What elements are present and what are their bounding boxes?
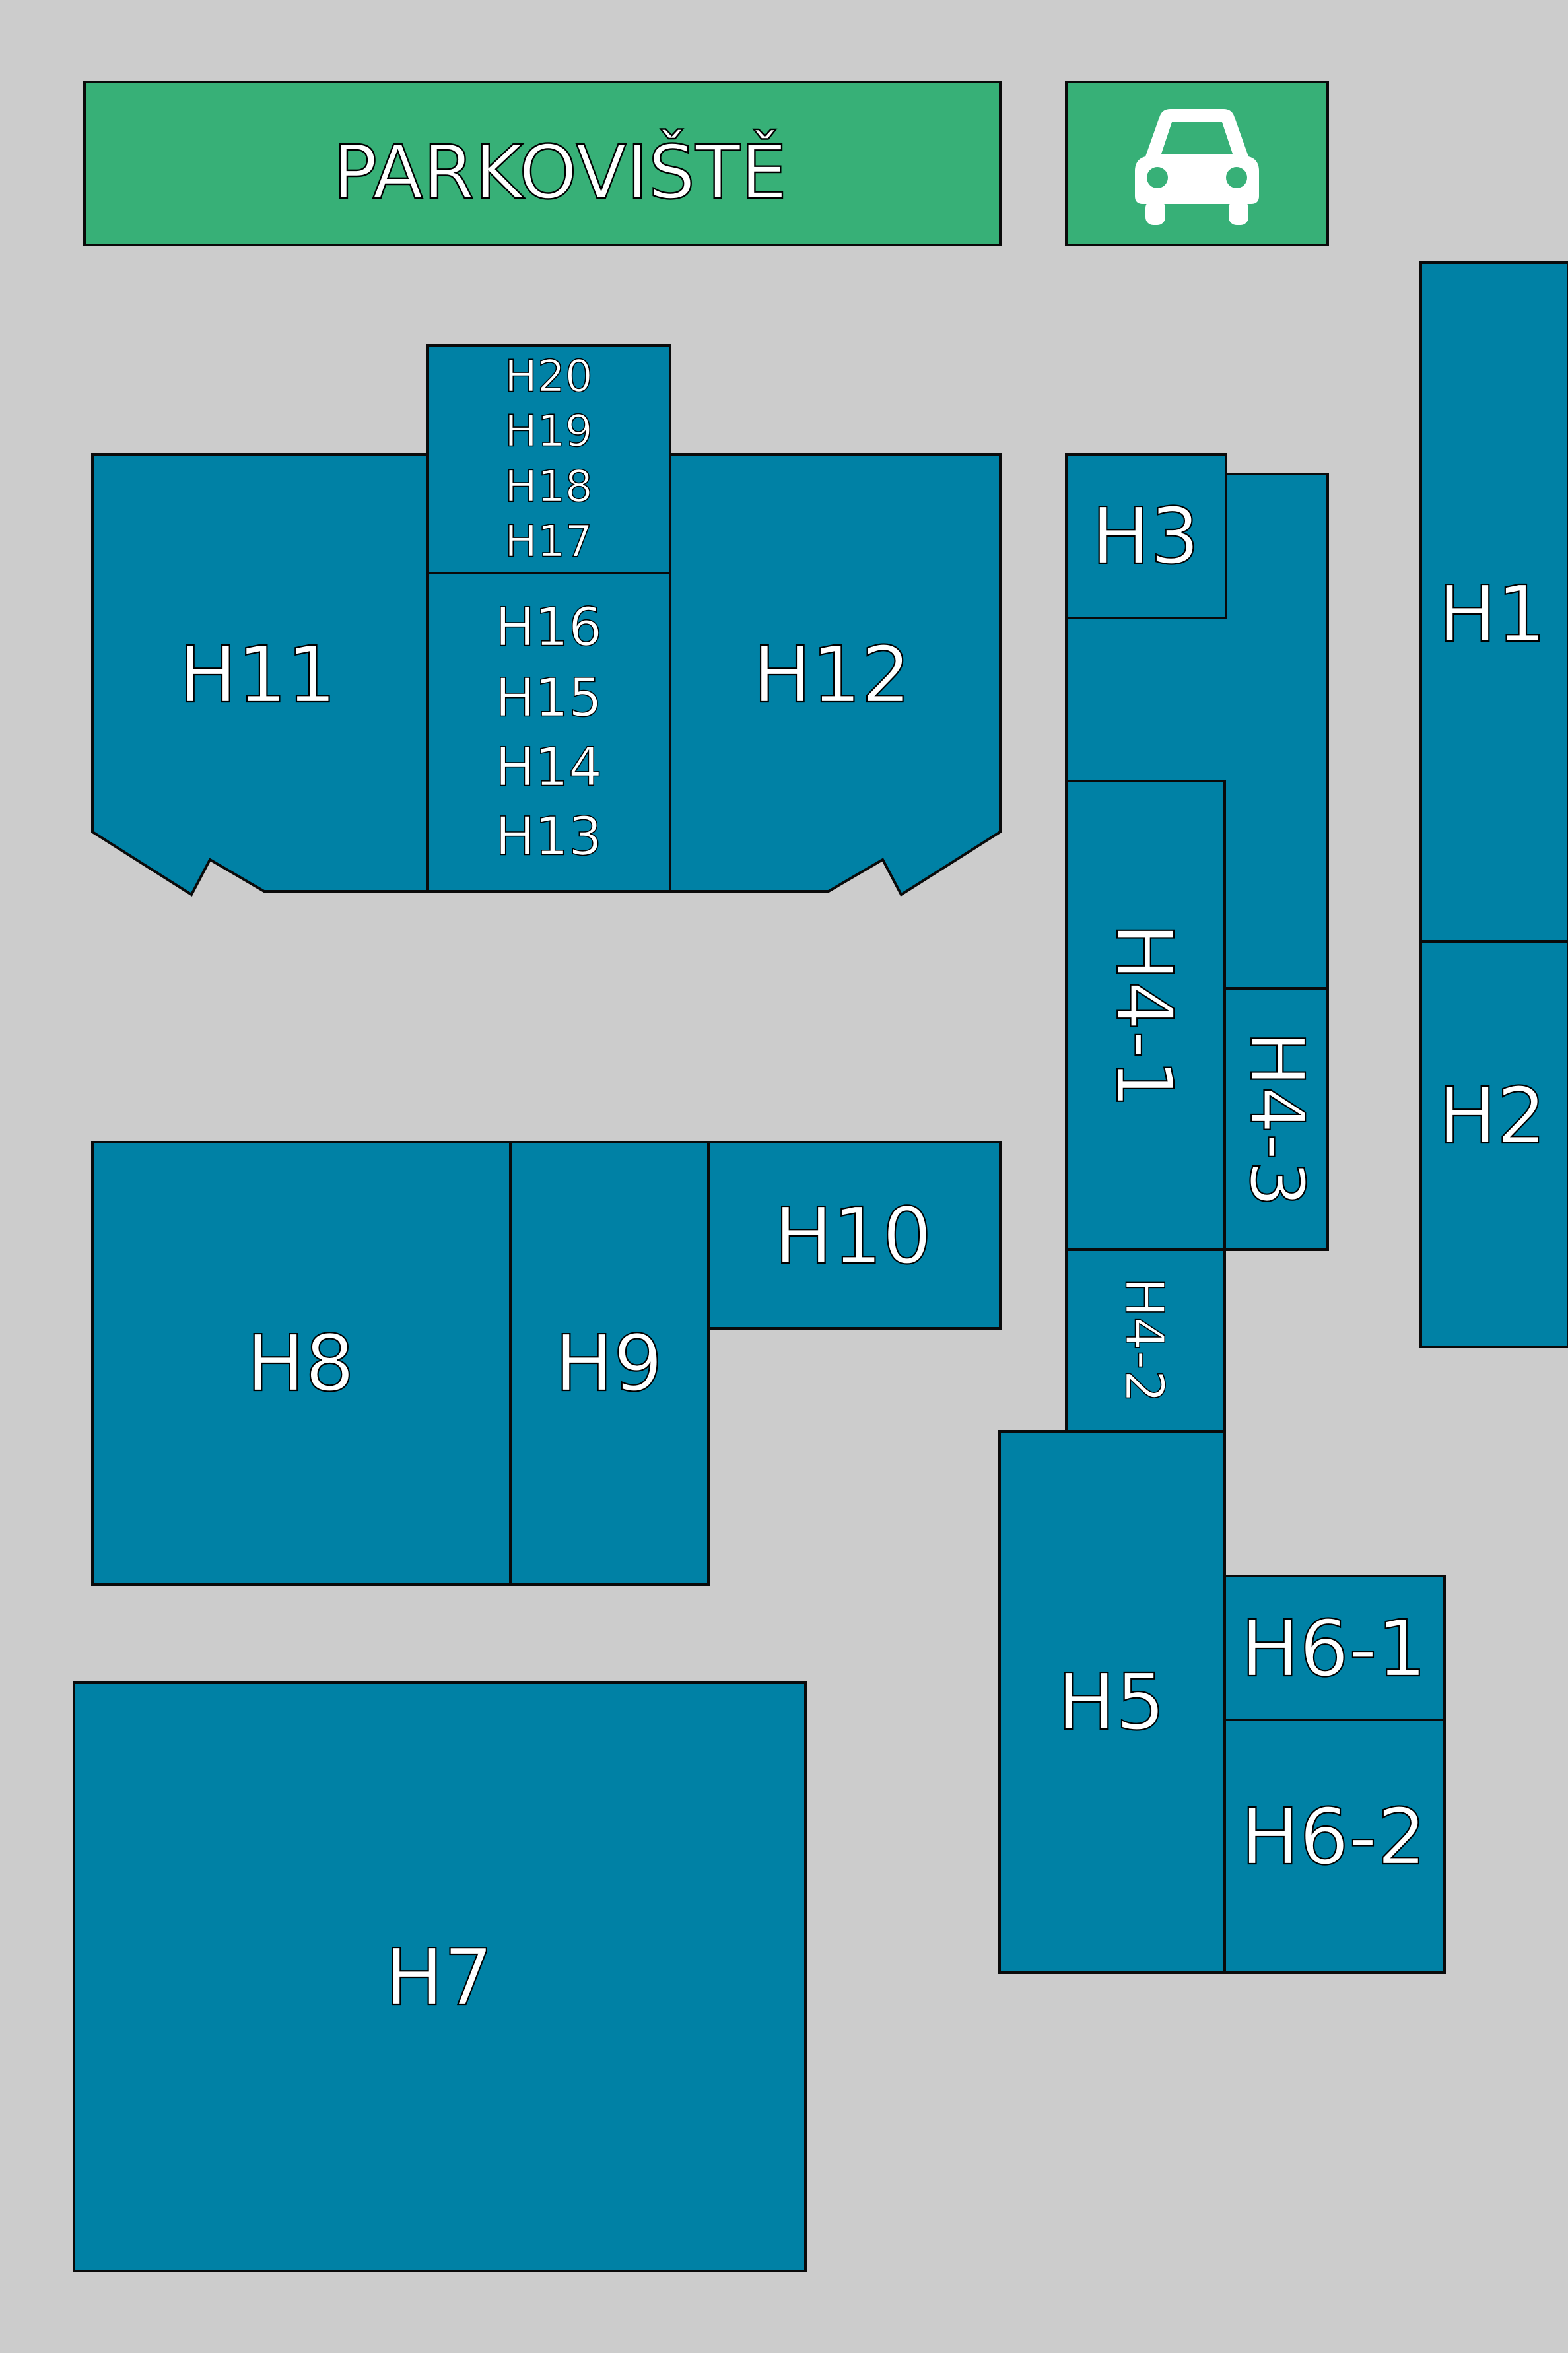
hall-h4-2[interactable] (1065, 1248, 1226, 1433)
hall-h18-label: H18 (504, 461, 593, 512)
hall-h4-3[interactable] (1223, 987, 1329, 1251)
hall-h2[interactable] (1419, 940, 1568, 1348)
hall-h12[interactable] (669, 453, 1002, 897)
hall-h4-1-label: H4-1 (1099, 922, 1190, 1108)
hall-h9-label: H9 (555, 1318, 663, 1409)
hall-h2-label: H2 (1438, 1070, 1546, 1161)
hall-h4-2-label: H4-2 (1114, 1278, 1175, 1404)
hall-h20-label: H20 (504, 351, 593, 402)
hall-h17-h20[interactable] (426, 344, 671, 574)
hall-h9[interactable] (509, 1141, 710, 1586)
hall-h13-h16[interactable] (426, 572, 671, 893)
hall-h19-label: H19 (504, 406, 593, 457)
hall-h5-label: H5 (1057, 1656, 1165, 1748)
hall-h6-1[interactable] (1223, 1575, 1446, 1721)
hall-h6-1-label: H6-1 (1241, 1603, 1426, 1694)
hall-h7-label: H7 (385, 1932, 493, 2023)
hall-h3-label: H3 (1091, 491, 1200, 582)
hall-h12-label: H12 (753, 629, 911, 720)
hall-h3[interactable] (1065, 453, 1227, 619)
hall-h6-2-label: H6-2 (1241, 1791, 1426, 1882)
hall-h1-label: H1 (1438, 568, 1546, 660)
hall-h15-label: H15 (495, 667, 602, 729)
hall-h8-label: H8 (246, 1318, 355, 1409)
parking-label: PARKOVIŠTĚ (333, 129, 787, 216)
hall-h13-label: H13 (495, 806, 602, 868)
hall-h14-label: H14 (495, 737, 602, 798)
hall-h4-1[interactable] (1065, 780, 1226, 1251)
hall-h7[interactable] (73, 1681, 807, 2272)
hall-h10[interactable] (707, 1141, 1002, 1330)
car-icon (1135, 109, 1259, 225)
hall-h4-3-label: H4-3 (1233, 1031, 1319, 1207)
hall-h8[interactable] (91, 1141, 512, 1586)
hall-h6-2[interactable] (1223, 1719, 1446, 1974)
parking-sign (83, 81, 1002, 246)
hall-h10-label: H10 (774, 1190, 932, 1281)
hall-h16-label: H16 (495, 597, 602, 658)
hall-h5[interactable] (998, 1430, 1226, 1974)
hall-h17-label: H17 (504, 516, 593, 567)
hall-h11-label: H11 (179, 629, 337, 720)
